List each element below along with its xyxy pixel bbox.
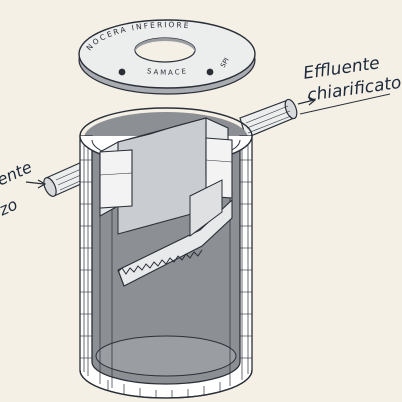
lid-lift-hole-right <box>206 68 214 76</box>
tank-floor <box>95 335 237 377</box>
lid-text-mark: SPI <box>219 56 231 69</box>
lid-text-bottom: SAMACE <box>146 67 188 77</box>
tank-wall-grid <box>83 138 249 398</box>
hopper-serrated-edge <box>117 249 203 275</box>
outlet-pipe <box>239 93 391 139</box>
lid-cover: NOCERA INFERIORE SAMACE SPI <box>78 19 256 95</box>
outlet-label-underline <box>299 93 391 115</box>
inlet-arrow <box>25 181 45 185</box>
outlet-arrow <box>297 99 315 105</box>
internal-baffles <box>99 117 233 287</box>
lid-lift-hole-left <box>118 68 126 76</box>
